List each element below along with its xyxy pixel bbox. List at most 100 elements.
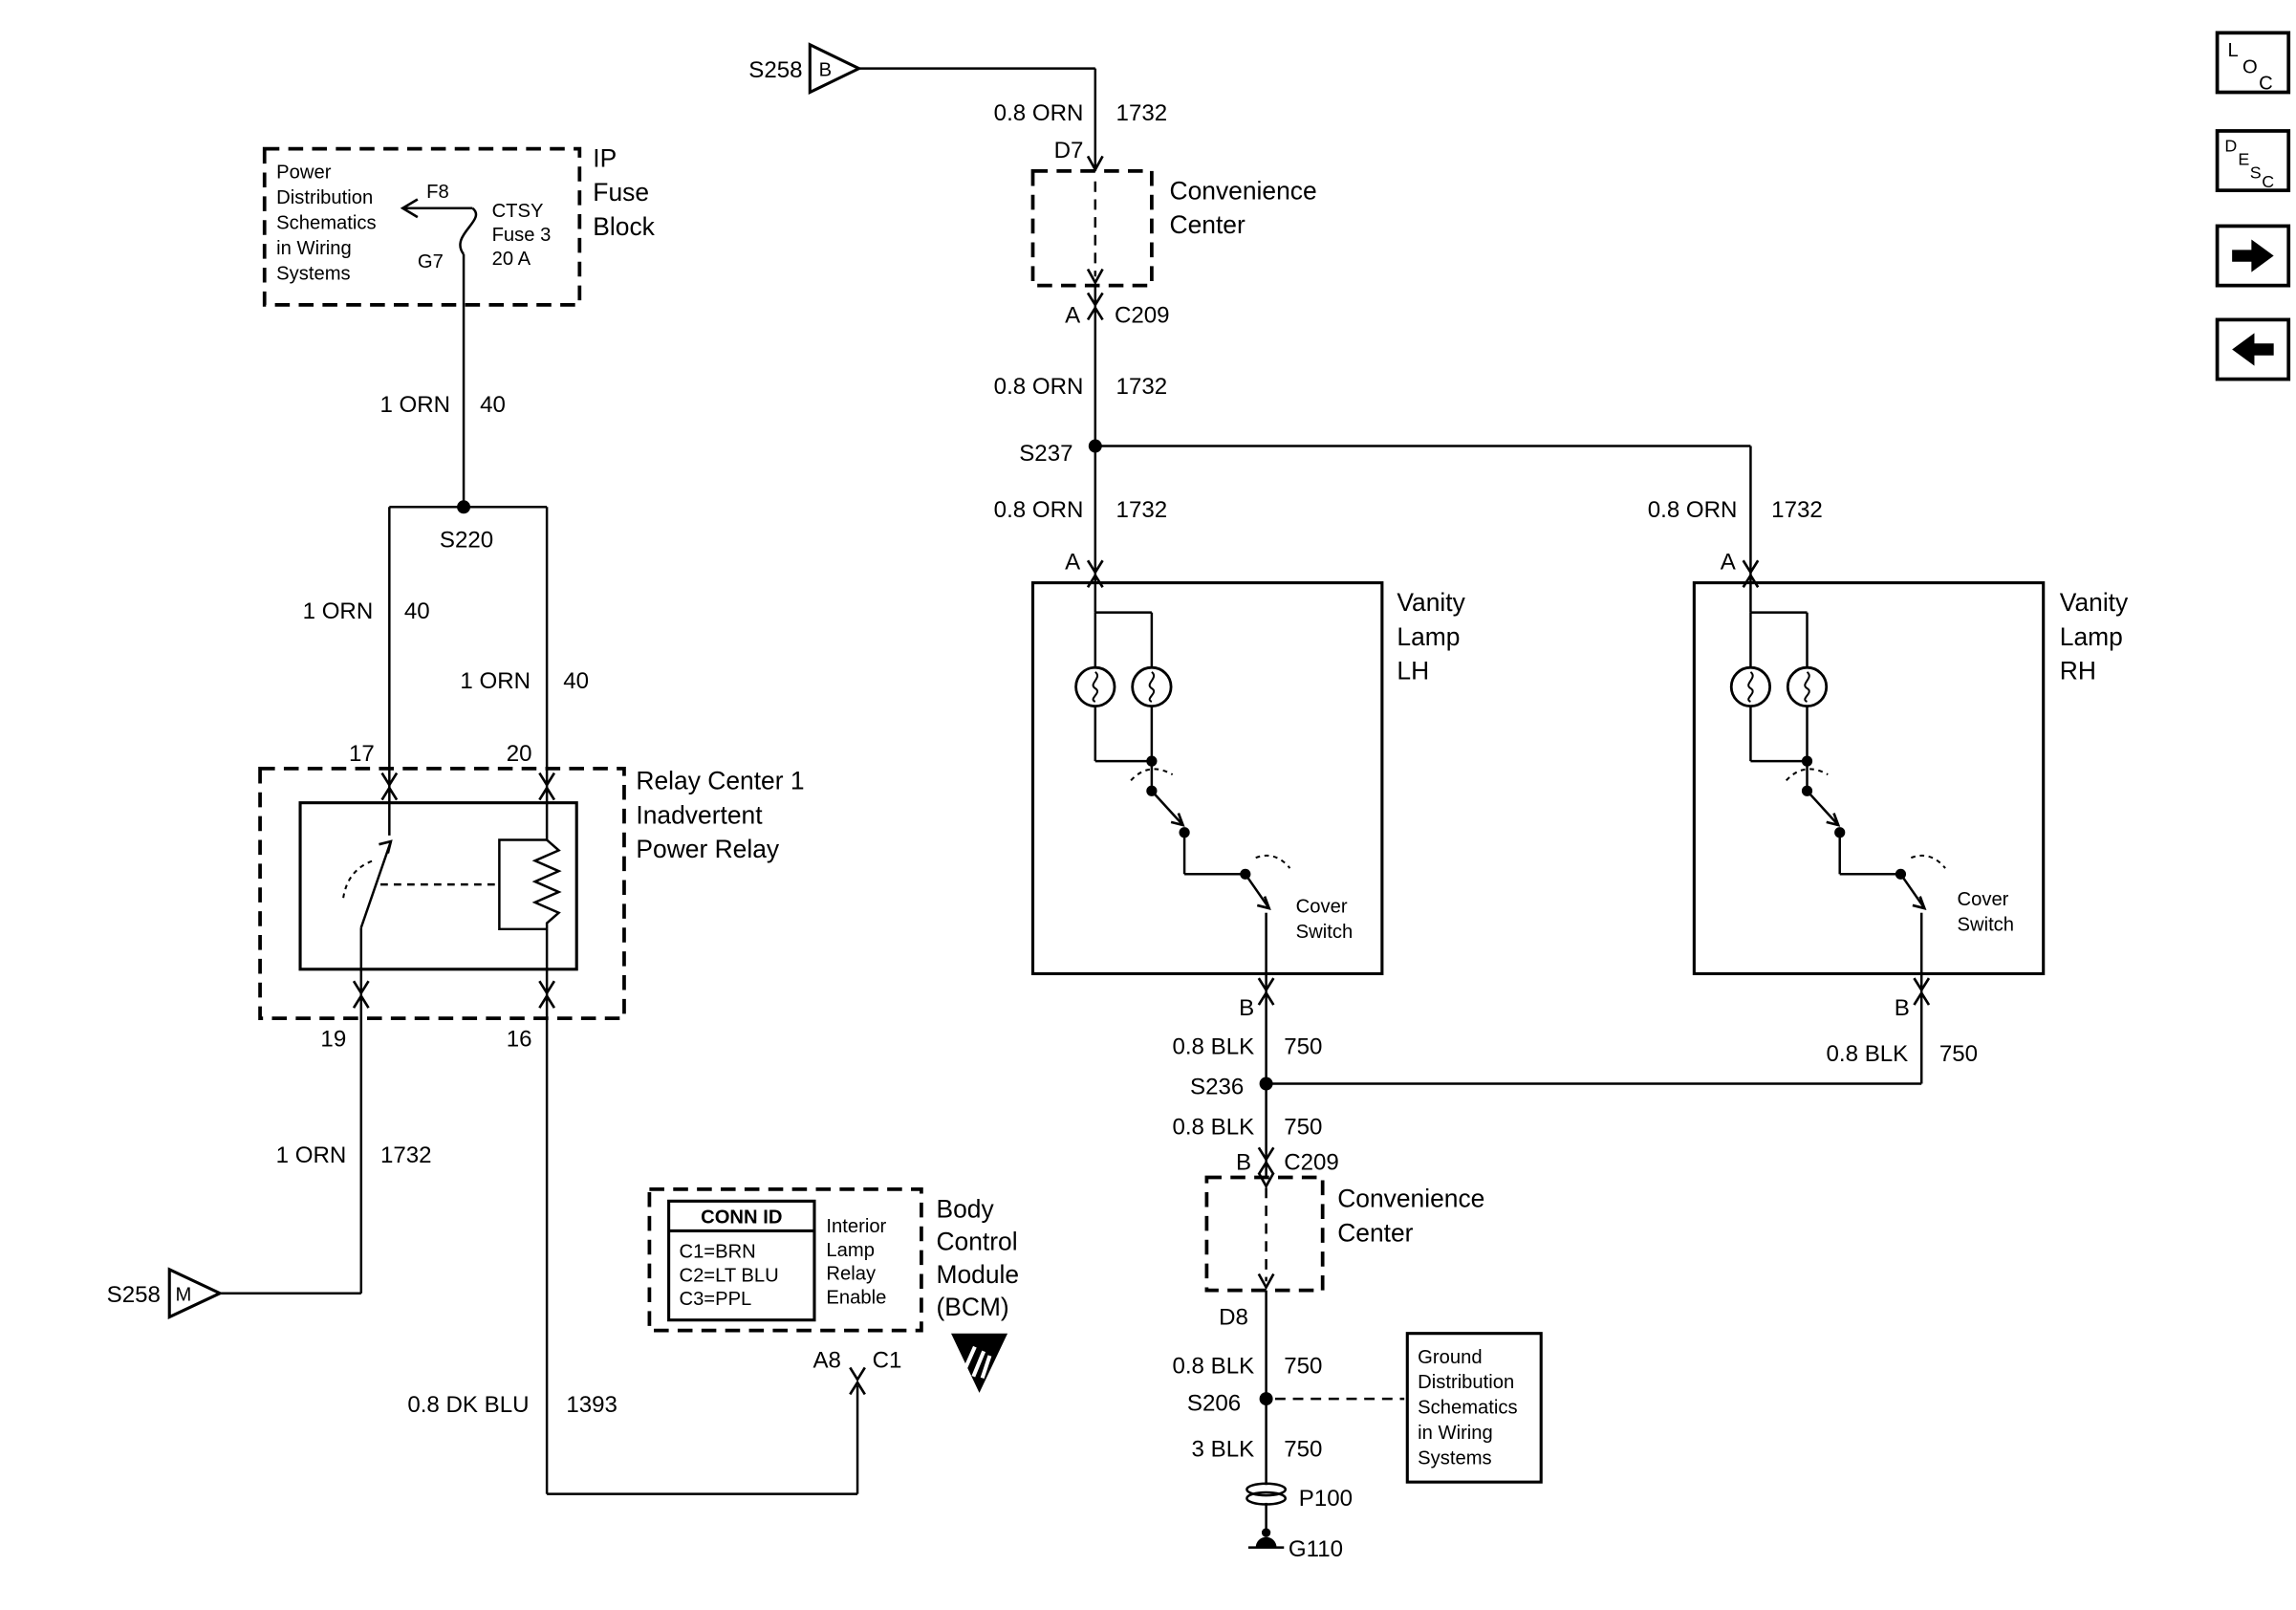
ground-dist-note-line: Distribution: [1418, 1372, 1514, 1393]
desc-button-letter: C: [2262, 172, 2274, 191]
vanity-lamp-rh-outline: [1692, 581, 2046, 976]
splice-s206-dot: [1259, 1392, 1273, 1406]
pin-label: B: [1236, 1150, 1251, 1176]
left-branch-labels: 1 ORN 40 S220 1 ORN 40 1 ORN 40 17 20 Re…: [276, 392, 902, 1418]
splice-label: S258: [107, 1282, 161, 1308]
power-dist-note-line: Distribution: [276, 187, 373, 208]
component-title-line: Convenience: [1337, 1185, 1484, 1213]
desc-button-letter: D: [2224, 137, 2237, 156]
fuse-pin-g7: G7: [418, 251, 444, 272]
cover-switch-blade: [1244, 873, 1270, 909]
pin-label: A: [1721, 550, 1737, 576]
lamp-switch-blade: [1806, 790, 1840, 826]
component-title-line: Fuse: [593, 178, 649, 207]
loc-button[interactable]: L O C: [2215, 31, 2291, 94]
wire-circuit: 40: [480, 392, 506, 418]
connector-label: C209: [1284, 1150, 1339, 1176]
component-title-line: Vanity: [2060, 588, 2129, 617]
power-dist-note-line: Schematics: [276, 213, 376, 234]
wire-circuit: 40: [563, 668, 589, 694]
wire-gauge: 0.8 ORN: [994, 100, 1084, 126]
component-title-line: Control: [936, 1228, 1017, 1256]
wire-circuit: 1732: [1116, 374, 1168, 400]
desc-button-letter: E: [2238, 150, 2249, 169]
wire-segments: [220, 67, 1946, 1534]
cover-switch-label: Cover: [1958, 889, 2009, 910]
bcm-function-line: Interior: [826, 1216, 886, 1237]
component-title-line: Convenience: [1170, 176, 1317, 205]
component-title-line: Center: [1337, 1218, 1413, 1247]
loc-button-letter: L: [2227, 40, 2238, 61]
pin-label: A: [1065, 303, 1081, 329]
pin-label: A: [1065, 550, 1081, 576]
cover-switch-label: Switch: [1958, 914, 2015, 935]
relay-center-outline: [258, 767, 626, 1020]
splice-s236-dot: [1259, 1077, 1273, 1091]
ground-dist-note-line: Ground: [1418, 1347, 1482, 1368]
pin-label: D8: [1219, 1304, 1248, 1330]
component-title-line: Center: [1170, 210, 1245, 239]
fuse-element-icon: [459, 207, 478, 255]
offpage-letter: M: [175, 1284, 191, 1305]
back-button[interactable]: [2215, 317, 2291, 381]
offpage-letter: B: [819, 59, 832, 80]
ip-fuse-block-outline: [262, 146, 582, 307]
component-title-line: Module: [936, 1260, 1019, 1289]
arrow-left-icon: [2232, 333, 2274, 366]
component-title-line: Lamp: [1397, 622, 1460, 651]
wire-gauge: 0.8 BLK: [1172, 1033, 1254, 1059]
wire-gauge: 1 ORN: [460, 668, 531, 694]
next-button[interactable]: [2215, 224, 2291, 288]
component-title-line: Inadvertent: [636, 800, 763, 829]
bcm-outline: [647, 1187, 923, 1333]
fuse-name-line: CTSY: [492, 201, 544, 222]
cover-switch-label: Switch: [1296, 922, 1354, 943]
wire-circuit: 750: [1284, 1354, 1322, 1380]
pin-label: B: [1239, 995, 1254, 1021]
arrow-right-icon: [2232, 239, 2274, 272]
pin-label: A8: [813, 1347, 841, 1373]
component-title-line: Vanity: [1397, 588, 1465, 617]
component-title-line: RH: [2060, 657, 2096, 685]
ip-fuse-block: Power Distribution Schematics in Wiring …: [276, 143, 656, 284]
wire-gauge: 1 ORN: [303, 598, 374, 624]
connector-label: C209: [1115, 303, 1170, 329]
wire-circuit: 1732: [380, 1142, 432, 1168]
pin-label: 19: [320, 1027, 346, 1053]
bcm-function-line: Enable: [826, 1288, 886, 1309]
cover-switch-label: Cover: [1296, 897, 1348, 918]
wire-circuit: 40: [404, 598, 430, 624]
wire-gauge: 0.8 ORN: [994, 374, 1084, 400]
component-title-line: Lamp: [2060, 622, 2123, 651]
grommet-p100-icon: [1245, 1482, 1288, 1506]
lamp-bulb-icon: [1786, 665, 1829, 708]
ground-label: G110: [1289, 1536, 1343, 1562]
wire-circuit: 750: [1939, 1041, 1978, 1067]
splice-s220-dot: [457, 500, 471, 514]
component-title-line: LH: [1397, 657, 1429, 685]
wire-gauge: 0.8 BLK: [1172, 1354, 1254, 1380]
ground-dist-note-line: Systems: [1418, 1448, 1491, 1469]
bcm-function-line: Lamp: [826, 1240, 875, 1261]
vanity-lamp-lh-outline: [1030, 581, 1384, 976]
conn-id-row: C1=BRN: [679, 1241, 755, 1262]
ground-dist-note-line: Schematics: [1418, 1398, 1517, 1419]
offpage-connector-s258-m: S258 M: [107, 1267, 224, 1320]
desc-button[interactable]: D E S C: [2215, 129, 2291, 193]
ground-g110-icon: [1247, 1536, 1285, 1549]
pin-label: 16: [507, 1027, 532, 1053]
component-title-line: (BCM): [936, 1293, 1008, 1321]
conn-id-header: CONN ID: [701, 1208, 782, 1229]
wire-gauge: 0.8 DK BLU: [407, 1392, 529, 1418]
component-title-line: Body: [936, 1194, 994, 1223]
power-dist-note-line: in Wiring: [276, 238, 352, 259]
wire-gauge: 0.8 ORN: [994, 497, 1084, 523]
lamp-switch-blade: [1150, 790, 1184, 826]
power-dist-note-line: Power: [276, 163, 332, 184]
convenience-center-2-outline: [1204, 1175, 1325, 1293]
wire-circuit: 1393: [566, 1392, 617, 1418]
component-title-line: Block: [593, 212, 655, 241]
pin-label: B: [1895, 995, 1910, 1021]
